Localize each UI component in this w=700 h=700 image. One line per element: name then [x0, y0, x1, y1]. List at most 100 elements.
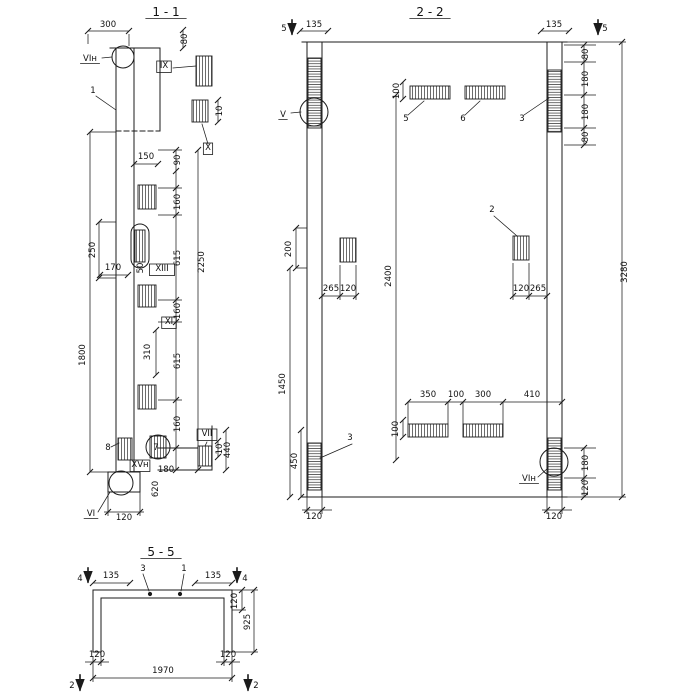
dim-label: 180 — [581, 455, 591, 471]
section-title: 5 - 5 — [147, 545, 174, 559]
dim-label: 300 — [475, 390, 491, 400]
dim-label: 7 — [153, 443, 158, 453]
dim-label: 2 — [69, 681, 74, 691]
detail-marker: VIн — [522, 474, 536, 484]
embed-plate — [409, 85, 451, 100]
dim-label: 180 — [581, 104, 591, 120]
embed-plate — [462, 423, 504, 438]
dim-label: 1 — [181, 564, 186, 574]
dim-label: 5 — [403, 114, 408, 124]
dim-label: 2400 — [384, 265, 394, 287]
panel-outline — [321, 41, 548, 498]
dim-label: 3 — [140, 564, 145, 574]
dim-label: 1970 — [152, 666, 174, 676]
dim-label: 120 — [89, 650, 105, 660]
dim-label: 150 — [138, 152, 154, 162]
dim-label: 135 — [103, 571, 119, 581]
dim-label: 5 — [281, 24, 286, 34]
embed-plate — [339, 237, 357, 263]
dim-label: 6 — [460, 114, 465, 124]
dim-label: 3280 — [620, 261, 630, 283]
capsule-outline — [130, 223, 150, 269]
leader-lines — [142, 573, 185, 592]
embed-plate — [547, 69, 562, 133]
rebar-dot — [147, 591, 153, 597]
dim-label: 615 — [173, 353, 183, 369]
dim-label: 135 — [306, 20, 322, 30]
dim-label: 100 — [448, 390, 464, 400]
embed-plate — [197, 445, 213, 467]
detail-circle — [108, 470, 134, 496]
dim-label: 350 — [420, 390, 436, 400]
dim-label: 440 — [223, 442, 233, 458]
section-1-1-geometry — [95, 45, 213, 513]
column-outline — [107, 47, 161, 493]
section-5-5-geometry — [75, 567, 253, 692]
leader-lines — [290, 97, 550, 478]
dim-label: 620 — [151, 481, 161, 497]
dim-label: 310 — [143, 344, 153, 360]
dim-label: 120 — [340, 284, 356, 294]
embed-plate — [307, 57, 322, 129]
dim-label: 5 — [602, 24, 607, 34]
detail-marker: XI — [165, 317, 173, 327]
dim-label: 160 — [173, 194, 183, 210]
dim-label: 10 — [215, 106, 225, 117]
dim-label: 120 — [581, 480, 591, 496]
dim-label: 120 — [513, 284, 529, 294]
dim-label: 250 — [88, 242, 98, 258]
dim-label: 135 — [546, 20, 562, 30]
embed-plate — [307, 442, 322, 491]
dim-label: 80 — [581, 49, 591, 60]
dim-label: 10 — [215, 444, 225, 455]
dim-label: 120 — [546, 512, 562, 522]
leader-lines — [95, 56, 209, 513]
embed-plate — [117, 437, 133, 461]
dim-label: 120 — [230, 593, 240, 609]
dim-label: 50 — [136, 263, 146, 274]
detail-marker: XIII — [155, 264, 168, 274]
embed-plate — [137, 184, 157, 210]
dim-label: 925 — [243, 614, 253, 630]
detail-circle — [145, 434, 171, 460]
embed-plate — [149, 435, 167, 459]
embed-plate — [407, 423, 449, 438]
dim-label: 160 — [173, 303, 183, 319]
marker-box — [161, 316, 177, 329]
section-title: 2 - 2 — [416, 5, 443, 19]
marker-box — [129, 459, 151, 472]
embed-plate — [464, 85, 506, 100]
dim-label: 120 — [116, 513, 132, 523]
detail-marker: VII — [202, 429, 213, 439]
detail-marker: IX — [160, 61, 169, 71]
dim-label: 615 — [173, 250, 183, 266]
dim-label: 180 — [581, 71, 591, 87]
dim-label: 135 — [205, 571, 221, 581]
dim-label: 120 — [220, 650, 236, 660]
section-1-1-dimensions — [84, 26, 230, 516]
channel-outline — [92, 589, 233, 653]
dim-label: 1 — [90, 86, 95, 96]
detail-marker: XVн — [131, 460, 148, 470]
dim-label: 4 — [77, 574, 82, 584]
marker-box — [196, 428, 218, 441]
dim-label: 80 — [581, 132, 591, 143]
section-5-5-dimensions — [85, 579, 258, 682]
section-2-2-dimensions — [286, 27, 626, 514]
dim-label: 170 — [105, 263, 121, 273]
dim-label: 450 — [290, 453, 300, 469]
embed-plate — [195, 55, 213, 87]
dim-label: 100 — [392, 83, 402, 99]
dim-label: 265 — [323, 284, 339, 294]
detail-marker: VIн — [83, 54, 97, 64]
dim-label: 2 — [253, 681, 258, 691]
dim-label: 410 — [524, 390, 540, 400]
dim-label: 1450 — [278, 373, 288, 395]
dim-label: 4 — [242, 574, 247, 584]
marker-box — [156, 60, 172, 73]
detail-marker: X — [205, 143, 211, 153]
rebar-dot — [177, 591, 183, 597]
detail-circle — [539, 447, 569, 477]
